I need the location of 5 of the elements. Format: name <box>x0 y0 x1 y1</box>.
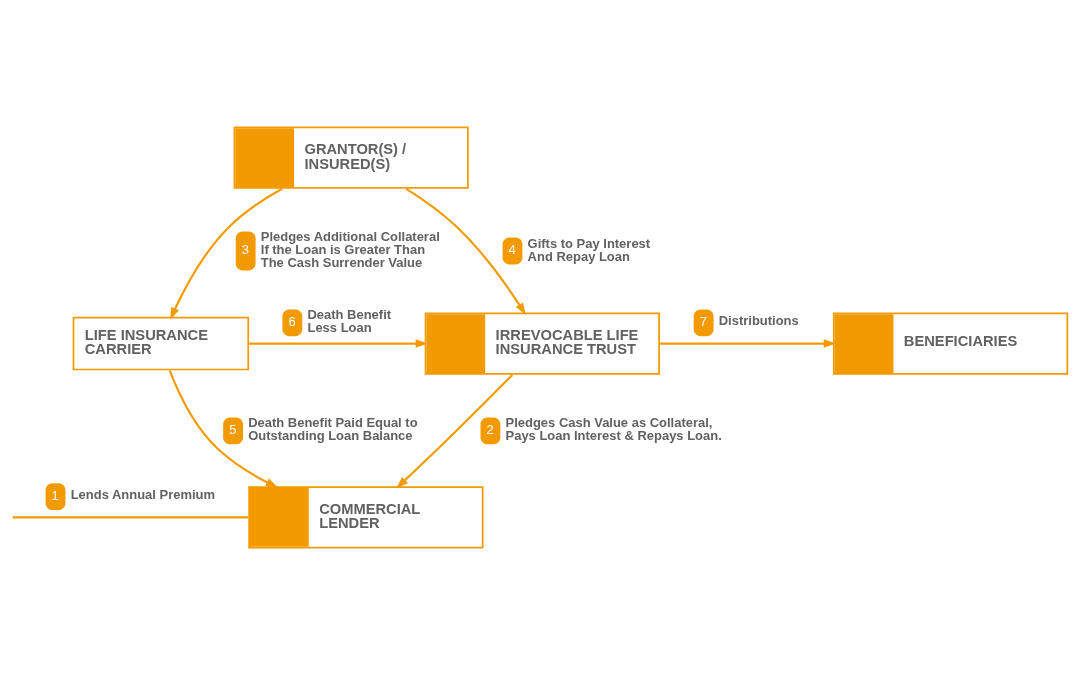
edge-label: 3 Pledges Additional Collateral If the Loan is Greater Than The Cash Surrender Value <box>241 229 440 271</box>
edge-label: 5 Death Benefit Paid Equal to Outstanding Loan Balance <box>229 415 418 444</box>
edge-label: 1 Lends Annual Premium <box>51 486 216 503</box>
edge-label: 7 Distributions <box>699 312 799 329</box>
edge-label: 2 Pledges Cash Value as Collateral, Pays Loan Interest & Repays Loan. <box>486 415 722 444</box>
